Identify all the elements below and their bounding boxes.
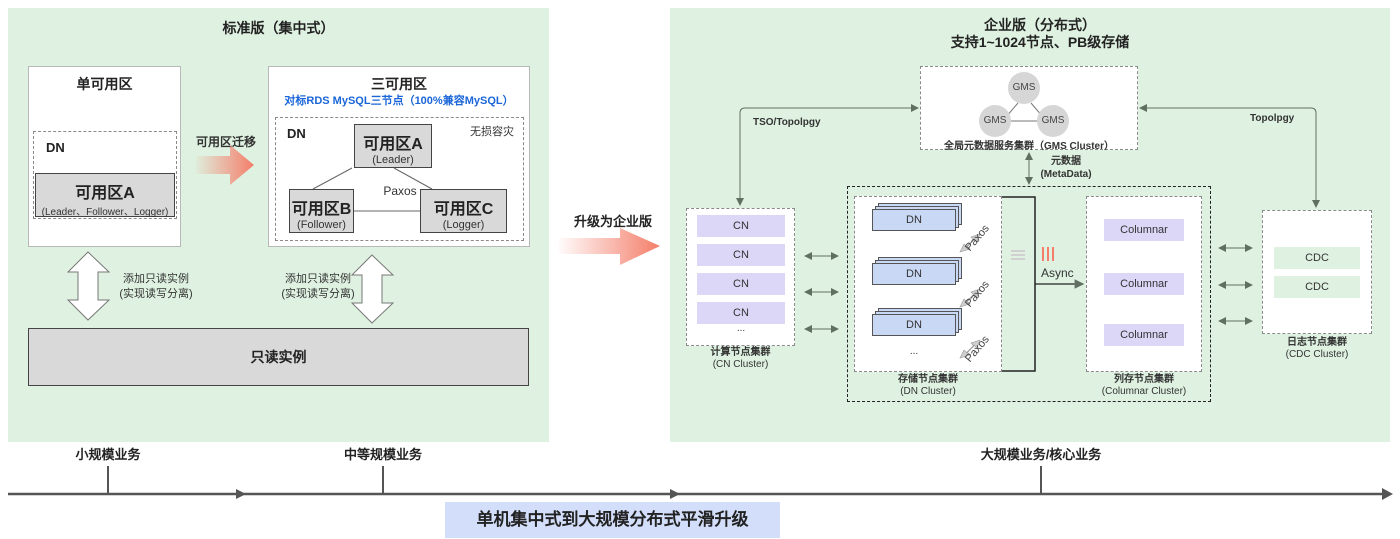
metadata-label: 元数据 (MetaData) <box>1036 155 1096 181</box>
double-arrow-icon <box>66 251 111 321</box>
dn-node: DN <box>872 314 956 336</box>
standard-edition-title: 标准版（集中式） <box>222 20 335 36</box>
readonly-annotation-line1: 添加只读实例 <box>123 273 189 285</box>
gms-node: GMS <box>979 105 1011 137</box>
columnar-node: Columnar <box>1104 273 1184 295</box>
columnar-cluster-label-line2: (Columnar Cluster) <box>1101 386 1187 397</box>
double-arrow-icon <box>350 254 395 324</box>
queue-icon <box>1042 247 1054 261</box>
dn-node-stack: DN <box>872 203 962 235</box>
dn-cluster-label-line2: (DN Cluster) <box>900 386 956 397</box>
zone-b-role: (Follower) <box>297 219 346 231</box>
metadata-label-line2: (MetaData) <box>1040 169 1092 180</box>
readonly-annotation-2: 添加只读实例 (实现读写分离) <box>280 272 356 302</box>
zone-a-name: 可用区A <box>75 185 135 202</box>
metadata-label-line1: 元数据 <box>1051 156 1081 167</box>
columnar-node: Columnar <box>1104 324 1184 346</box>
three-az-zone-b: 可用区B (Follower) <box>289 189 354 233</box>
single-az-title: 单可用区 <box>76 76 133 92</box>
readonly-annotation-1: 添加只读实例 (实现读写分离) <box>118 272 194 302</box>
zone-b-name: 可用区B <box>291 201 352 218</box>
columnar-cluster-label-line1: 列存节点集群 <box>1114 374 1174 385</box>
upgrade-label: 升级为企业版 <box>573 214 652 229</box>
cdc-node: CDC <box>1274 247 1360 269</box>
dn-node-stack: DN <box>872 308 962 340</box>
paxos-label: Paxos <box>383 184 417 198</box>
disaster-recovery-label: 无损容灾 <box>470 126 514 138</box>
readonly-annotation-line2: (实现读写分离) <box>281 288 355 300</box>
enterprise-edition-subtitle: 支持1~1024节点、PB级存储 <box>950 34 1130 50</box>
three-az-subtitle: 对标RDS MySQL三节点（100%兼容MySQL） <box>284 95 514 107</box>
cdc-node: CDC <box>1274 276 1360 298</box>
gms-cluster <box>920 66 1138 150</box>
menu-icon <box>1011 250 1025 260</box>
three-az-zone-c: 可用区C (Logger) <box>420 189 507 233</box>
dn-node-stack: DN <box>872 257 962 289</box>
cn-node: CN <box>697 273 785 295</box>
cn-node: CN <box>697 244 785 266</box>
milestone-medium: 中等规模业务 <box>343 447 422 462</box>
async-label: Async <box>1041 266 1074 280</box>
dn-cluster-label: 存储节点集群 (DN Cluster) <box>854 374 1002 398</box>
single-az-dn-group <box>33 131 177 219</box>
cn-node: CN <box>697 215 785 237</box>
cdc-cluster <box>1262 210 1372 334</box>
enterprise-edition-title: 企业版（分布式） <box>984 17 1096 33</box>
dn-cluster-label-line1: 存储节点集群 <box>898 374 958 385</box>
cn-cluster-label-line2: (CN Cluster) <box>712 359 769 370</box>
zone-a-roles: (Leader、Follower、Logger) <box>41 207 169 218</box>
dn-node: DN <box>872 209 956 231</box>
upgrade-banner: 单机集中式到大规模分布式平滑升级 <box>445 502 780 538</box>
single-az-zone-a: 可用区A (Leader、Follower、Logger) <box>35 173 175 218</box>
milestone-large: 大规模业务/核心业务 <box>980 447 1102 462</box>
zone-a-role: (Leader) <box>372 154 414 166</box>
three-az-zone-a: 可用区A (Leader) <box>354 124 432 168</box>
three-az-dn-label: DN <box>287 126 306 141</box>
cdc-cluster-label-line1: 日志节点集群 <box>1287 337 1347 348</box>
storage-group <box>847 186 1211 402</box>
columnar-node: Columnar <box>1104 219 1184 241</box>
tso-label: TSO/Topolpgy <box>753 117 821 128</box>
readonly-instance: 只读实例 <box>28 328 529 386</box>
readonly-annotation-line2: (实现读写分离) <box>119 288 193 300</box>
readonly-annotation-line1: 添加只读实例 <box>285 273 351 285</box>
topology-label: Topolpgy <box>1250 113 1295 124</box>
migration-label: 可用区迁移 <box>195 135 256 149</box>
columnar-cluster-label: 列存节点集群 (Columnar Cluster) <box>1080 374 1208 398</box>
dn-ellipsis: ... <box>909 346 919 357</box>
dn-node: DN <box>872 263 956 285</box>
cdc-cluster-label-line2: (CDC Cluster) <box>1285 349 1349 360</box>
zone-c-name: 可用区C <box>433 201 494 218</box>
cn-node: CN <box>697 302 785 324</box>
cn-ellipsis: ... <box>736 323 746 334</box>
migration-arrow-icon <box>196 145 254 185</box>
gms-node: GMS <box>1008 72 1040 104</box>
three-az-dn-group <box>275 117 524 241</box>
three-az-title: 三可用区 <box>371 76 427 92</box>
zone-c-role: (Logger) <box>442 219 485 231</box>
readonly-instance-label: 只读实例 <box>250 349 307 365</box>
gms-cluster-label: 全局元数据服务集群（GMS Cluster） <box>943 141 1114 152</box>
single-az-dn-label: DN <box>46 140 65 155</box>
milestone-small: 小规模业务 <box>75 447 141 462</box>
upgrade-arrow-icon <box>558 228 660 265</box>
cdc-cluster-label: 日志节点集群 (CDC Cluster) <box>1262 337 1372 361</box>
cn-cluster-label: 计算节点集群 (CN Cluster) <box>686 347 795 371</box>
cn-cluster-label-line1: 计算节点集群 <box>710 347 771 358</box>
zone-a-name: 可用区A <box>363 136 423 153</box>
gms-node: GMS <box>1037 105 1069 137</box>
